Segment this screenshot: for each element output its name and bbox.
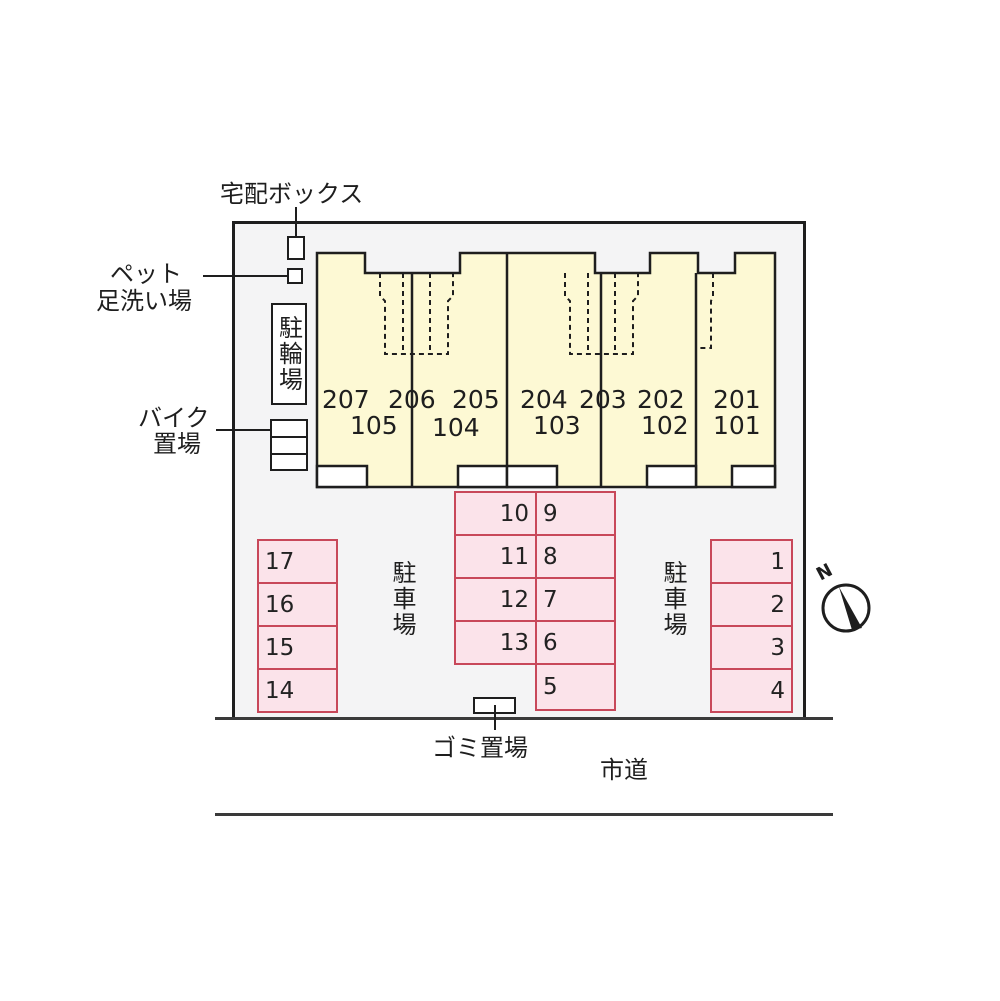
compass-north-icon: [812, 562, 876, 634]
unit-202: 202: [637, 385, 685, 414]
city-road-label: 市道: [600, 756, 648, 784]
apartment-building: [315, 251, 780, 491]
delivery-box: [287, 236, 305, 260]
parking-space-3: 3: [710, 625, 793, 670]
delivery-box-label: 宅配ボックス: [220, 180, 364, 208]
pet-wash-label-line2: 足洗い場: [96, 287, 192, 315]
parking-space-8: 8: [535, 534, 616, 579]
parking-space-17: 17: [257, 539, 338, 584]
parking-space-12: 12: [454, 577, 537, 622]
bike-parking-area: [270, 419, 308, 471]
parking-space-2: 2: [710, 582, 793, 627]
parking-space-16: 16: [257, 582, 338, 627]
parking-space-14: 14: [257, 668, 338, 713]
pet-wash-label-line1: ペット: [110, 260, 182, 288]
road-edge-bottom: [215, 813, 833, 816]
unit-207: 207: [322, 385, 370, 414]
parking-space-11: 11: [454, 534, 537, 579]
parking-space-4: 4: [710, 668, 793, 713]
unit-201: 201: [713, 385, 761, 414]
unit-103: 103: [533, 411, 581, 440]
unit-203: 203: [579, 385, 627, 414]
road-edge-top: [215, 717, 833, 720]
unit-205: 205: [452, 385, 500, 414]
unit-105: 105: [350, 411, 398, 440]
bike-parking-label-line1: バイク: [138, 404, 210, 432]
garbage-leader: [494, 705, 496, 730]
parking-space-10: 10: [454, 491, 537, 536]
parking-space-1: 1: [710, 539, 793, 584]
car-parking-label-left: 駐車場: [388, 560, 416, 638]
unit-102: 102: [641, 411, 689, 440]
unit-104: 104: [432, 413, 480, 442]
bike-parking-label-line2: 置場: [153, 430, 201, 458]
pet-wash-leader: [203, 275, 289, 277]
parking-space-15: 15: [257, 625, 338, 670]
pet-wash-area: [287, 268, 303, 284]
bicycle-parking: 駐輪場: [271, 303, 307, 405]
bicycle-parking-label: 駐輪場: [274, 315, 303, 393]
parking-space-5: 5: [535, 663, 616, 711]
unit-204: 204: [520, 385, 568, 414]
parking-space-9: 9: [535, 491, 616, 536]
parking-space-13: 13: [454, 620, 537, 665]
garbage-label: ゴミ置場: [432, 734, 528, 762]
unit-101: 101: [713, 411, 761, 440]
bike-parking-leader: [216, 429, 272, 431]
car-parking-label-right: 駐車場: [659, 560, 687, 638]
parking-space-6: 6: [535, 620, 616, 665]
delivery-box-leader: [295, 207, 297, 247]
parking-space-7: 7: [535, 577, 616, 622]
unit-206: 206: [388, 385, 436, 414]
